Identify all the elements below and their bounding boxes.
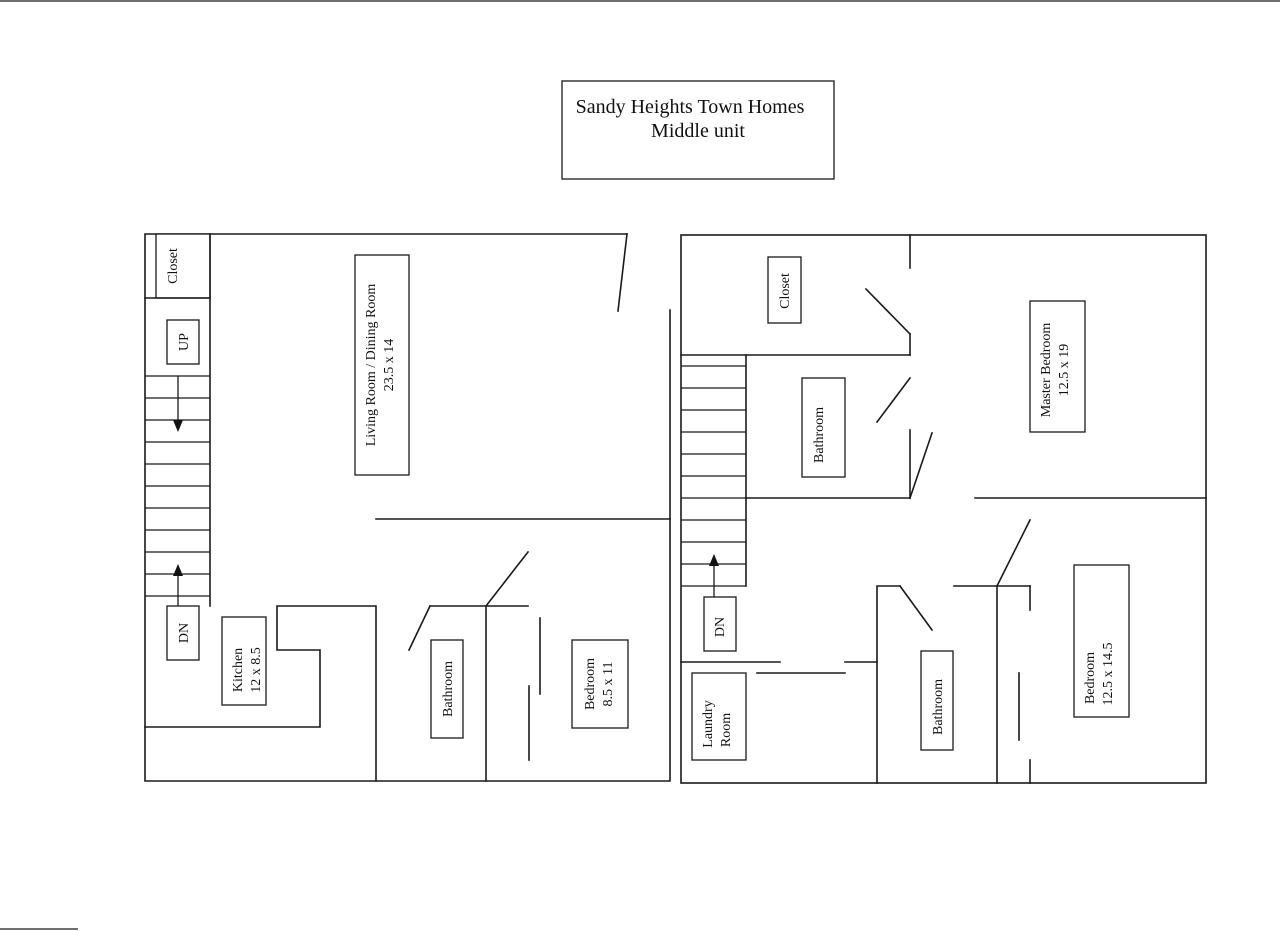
closet-left-label: Closet: [166, 248, 181, 284]
title-box: Sandy Heights Town Homes Middle unit: [561, 80, 835, 180]
laundry-label-line2: Room: [719, 713, 734, 747]
laundry-label-line1: Laundry: [701, 700, 716, 747]
dn-right-arrow-icon: [709, 554, 719, 566]
closet-right-label: Closet: [778, 273, 793, 309]
closet-left: [155, 233, 211, 299]
bathroom-upper2-label: Bathroom: [931, 679, 946, 735]
master-bedroom-label: Master Bedroom: [1039, 323, 1054, 418]
up-label: UP: [177, 333, 192, 351]
dn-left-label: DN: [177, 623, 192, 643]
bathroom-upper-label: Bathroom: [812, 407, 827, 463]
bedroom-lower-size: 8.5 x 11: [601, 662, 616, 707]
title-line1: Sandy Heights Town Homes: [576, 96, 805, 118]
kitchen-size: 12 x 8.5: [249, 647, 264, 693]
stairs-right: [681, 365, 746, 587]
bedroom-lower-label: Bedroom: [583, 658, 598, 710]
bathroom-lower-label: Bathroom: [441, 661, 456, 717]
stairs-left: [145, 375, 210, 597]
bedroom2-size: 12.5 x 14.5: [1101, 643, 1116, 706]
upper-floor: Closet Bathroom Master Bedroom 12.5 x 19…: [680, 234, 1207, 784]
title-line2: Middle unit: [651, 120, 745, 142]
kitchen-label: Kitchen: [231, 648, 246, 692]
master-bedroom-size: 12.5 x 19: [1057, 344, 1072, 397]
living-room-size: 23.5 x 14: [382, 339, 397, 392]
living-room-label: Living Room / Dining Room: [364, 284, 379, 447]
dn-arrow-icon: [173, 564, 183, 576]
dn-right-label: DN: [713, 617, 728, 637]
main-floor: Closet UP DN Living Room / Dining Room 2…: [144, 233, 671, 782]
up-arrow-icon: [173, 420, 183, 432]
bedroom2-label: Bedroom: [1083, 652, 1098, 704]
